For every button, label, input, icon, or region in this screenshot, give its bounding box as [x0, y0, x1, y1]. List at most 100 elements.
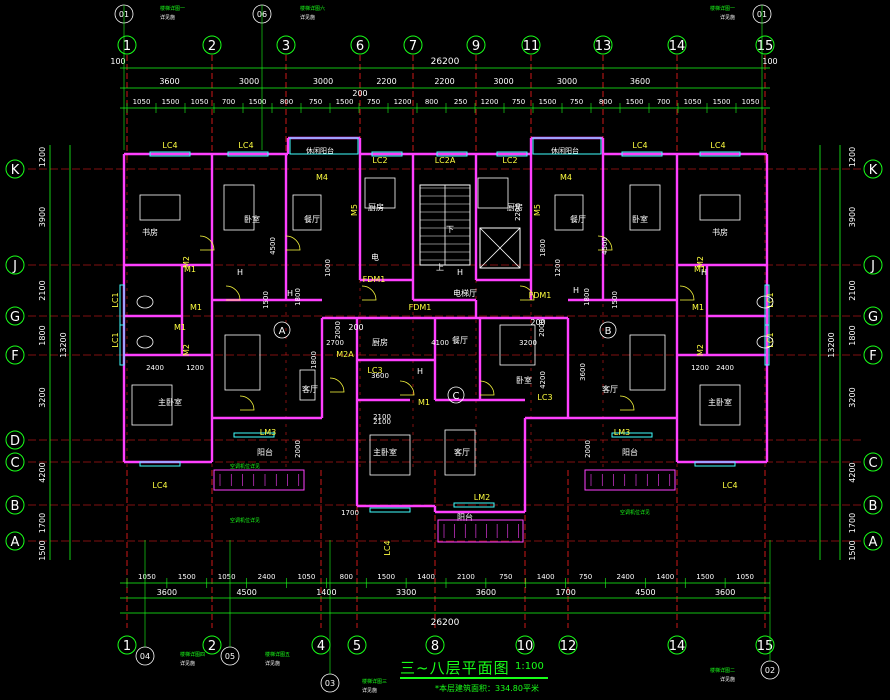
furniture-outline [629, 334, 666, 391]
door-swing [329, 377, 345, 393]
drawing-scale: 1:100 [515, 661, 544, 672]
door-swing [479, 380, 495, 396]
door-swing [239, 395, 255, 411]
dim-bottom-detail: 1400 [656, 573, 674, 581]
dim-bottom-total: 26200 [431, 618, 460, 628]
dim-top-mid: 3000 [239, 77, 259, 86]
furniture-outline [629, 184, 661, 231]
door-swing [199, 235, 215, 251]
small-label: H [573, 286, 579, 295]
dim-bottom-detail: 2100 [457, 573, 475, 581]
door-label: M1 [692, 303, 704, 312]
room-study-right: 书房 [712, 227, 728, 237]
detail-callout-sub: 详见施 [300, 14, 315, 21]
inner-dimension: 1500 [262, 291, 270, 309]
detail-callout-sub: 详见施 [160, 14, 175, 21]
door-swing [679, 285, 695, 301]
dim-top-detail: 700 [657, 98, 670, 106]
room-living-center: 客厅 [454, 447, 470, 457]
inner-dimension: 1000 [324, 259, 332, 277]
leisure-balcony-frame [289, 137, 359, 155]
dim-top-detail: 1050 [742, 98, 760, 106]
dim-bottom-mid: 3600 [157, 588, 177, 597]
room-kitchen-center: 厨房 [372, 337, 388, 347]
axis-bubble-right [863, 531, 883, 551]
detail-callout-text: 楼梯详图四 [180, 651, 205, 658]
dim-top-detail: 1200 [394, 98, 412, 106]
axis-bubble-left [5, 306, 25, 326]
window-label: LC4 [632, 141, 647, 150]
dim-bottom-detail: 1050 [138, 573, 156, 581]
furniture-outline [292, 194, 322, 231]
furniture-outline [477, 177, 509, 209]
detail-callout-number: 05 [225, 652, 235, 661]
dim-right-outer: 1500 [848, 540, 857, 560]
axis-bubble-right [863, 495, 883, 515]
dim-bottom-mid: 3300 [396, 588, 416, 597]
door-swing [225, 285, 241, 301]
window-bar-vertical [764, 324, 770, 366]
axis-bubble-top [403, 35, 423, 55]
door-swing [285, 235, 301, 251]
inner-dimension: 1800 [310, 351, 318, 369]
window-bar-vertical [119, 324, 125, 366]
detail-callout-sub: 详见施 [265, 660, 280, 667]
dim-top-detail: 1500 [626, 98, 644, 106]
furniture-outline [223, 184, 255, 231]
toilet-fixture [136, 335, 154, 349]
room-balcony-left: 阳台 [257, 447, 273, 457]
door-swing [519, 285, 535, 301]
room-master-center: 主卧室 [373, 447, 397, 457]
small-label: 200 [352, 89, 367, 98]
door-swing [361, 285, 377, 301]
furniture-outline [139, 194, 181, 221]
toilet-fixture [756, 295, 774, 309]
dim-top-mid: 3000 [557, 77, 577, 86]
window-bar [369, 507, 411, 513]
inner-dimension: 1800 [539, 239, 547, 257]
door-label: M1 [190, 303, 202, 312]
inner-dimension: 4500 [601, 237, 609, 255]
axis-bubble-left-label: G [10, 310, 20, 325]
room-kitchen-left: 厨房 [368, 202, 384, 212]
axis-bubble-top [755, 35, 775, 55]
axis-bubble-top-label: 14 [669, 39, 686, 54]
dim-bottom-mid: 4500 [635, 588, 655, 597]
dim-top-detail: 1050 [684, 98, 702, 106]
elevator-cross [479, 227, 521, 269]
furniture-outline [364, 177, 396, 209]
axis-bubble-right-label: J [870, 259, 875, 274]
detail-callout-text: 楼梯详图一 [710, 5, 735, 12]
furniture-outline [224, 334, 261, 391]
inner-dimension: 4100 [431, 339, 449, 347]
furniture-outline [299, 369, 316, 401]
dim-bottom-mid: 3600 [476, 588, 496, 597]
window-label: LC2A [435, 156, 456, 165]
room-bedroom-center: 卧室 [516, 375, 532, 385]
window-bar [699, 151, 741, 157]
room-leisure-left: 休闲阳台 [306, 146, 334, 155]
axis-bubble-right [863, 452, 883, 472]
axis-bubble-bottom [347, 635, 367, 655]
axis-bubble-right-label: G [868, 310, 878, 325]
dim-top-detail: 1050 [133, 98, 151, 106]
dim-left-outer: 2100 [38, 280, 47, 300]
axis-bubble-left-label: K [11, 163, 20, 178]
room-elevator-hall: 电梯厅 [453, 288, 477, 298]
inner-dimension: 2400 [716, 364, 734, 372]
dim-right-outer: 4200 [848, 462, 857, 482]
dim-bottom-mid: 4500 [236, 588, 256, 597]
dim-top-detail: 700 [222, 98, 235, 106]
window-bar [149, 151, 191, 157]
dim-top-detail: 250 [454, 98, 467, 106]
small-label: H [701, 268, 707, 277]
dim-bottom-detail: 1500 [377, 573, 395, 581]
furniture-outline [444, 429, 476, 476]
axis-bubble-left [5, 159, 25, 179]
dim-bottom-mid: 1700 [555, 588, 575, 597]
axis-bubble-right [863, 345, 883, 365]
axis-bubble-top [521, 35, 541, 55]
dim-top-detail: 800 [425, 98, 438, 106]
door-label: FDM1 [409, 303, 432, 312]
